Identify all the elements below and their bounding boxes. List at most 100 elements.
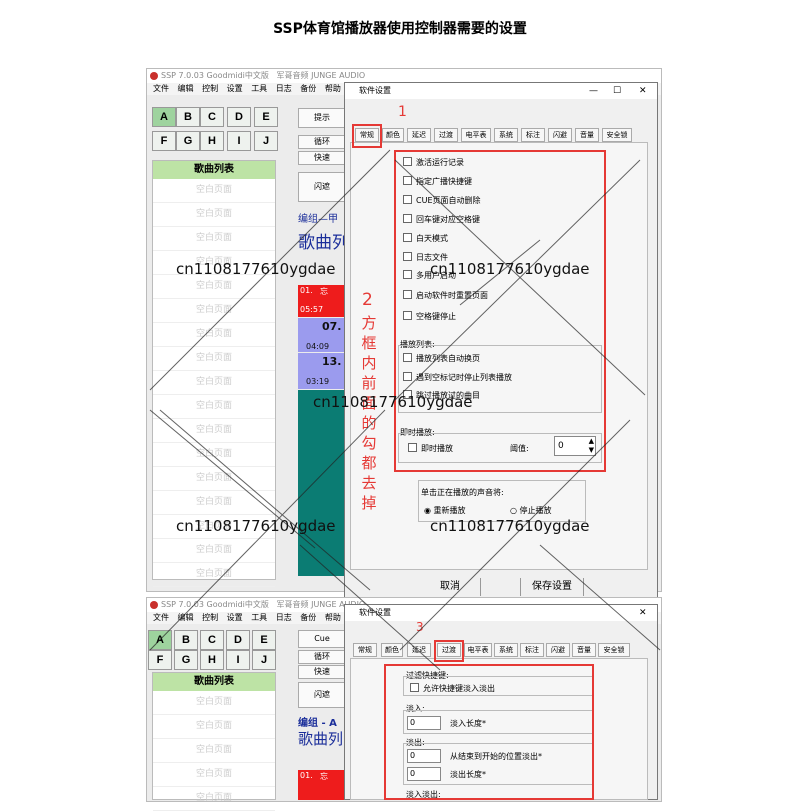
option-allow-fade-hotkey[interactable]: 允许快捷键淡入淡出	[410, 683, 495, 694]
empty-page-row[interactable]: 空白页面	[153, 179, 275, 203]
empty-page-row[interactable]: 空白页面	[153, 203, 275, 227]
minimize-icon[interactable]: —	[589, 86, 598, 96]
page-key-c[interactable]: C	[200, 630, 224, 650]
checkbox-icon[interactable]	[403, 290, 412, 299]
page-key-j[interactable]: J	[254, 131, 278, 151]
tab-transition[interactable]: 过渡	[437, 643, 461, 657]
page-key-i[interactable]: I	[227, 131, 251, 151]
option-cue-auto-delete[interactable]: CUE页面自动删除	[403, 195, 481, 206]
maximize-icon[interactable]: ☐	[613, 86, 622, 96]
fadeout-length-input[interactable]: 0	[407, 767, 441, 781]
empty-page-row[interactable]: 空白页面	[153, 443, 275, 467]
empty-page-row[interactable]: 空白页面	[153, 395, 275, 419]
menu-log[interactable]: 日志	[275, 613, 292, 622]
empty-page-row[interactable]: 空白页面	[153, 491, 275, 515]
track-blue-2[interactable]: 13. 03:19	[298, 353, 344, 389]
empty-page-row[interactable]: 空白页面	[153, 763, 275, 787]
checkbox-icon[interactable]	[403, 353, 412, 362]
page-key-i[interactable]: I	[226, 650, 250, 670]
close-icon[interactable]: ✕	[639, 86, 647, 96]
option-space-stop[interactable]: 空格键停止	[403, 311, 456, 322]
checkbox-icon[interactable]	[403, 390, 412, 399]
close-icon[interactable]: ✕	[639, 608, 647, 618]
page-key-d[interactable]: D	[226, 630, 250, 650]
page-key-f[interactable]: F	[152, 131, 176, 151]
tab-duck[interactable]: 闪避	[546, 643, 570, 657]
option-skip-played[interactable]: 跳过播放过的曲目	[403, 390, 480, 401]
checkbox-icon[interactable]	[410, 683, 419, 692]
page-key-g[interactable]: G	[174, 650, 198, 670]
checkbox-icon[interactable]	[403, 252, 412, 261]
page-key-e[interactable]: E	[252, 630, 276, 650]
menu-help[interactable]: 帮助	[324, 613, 341, 622]
menu-help[interactable]: 帮助	[324, 84, 341, 93]
fadeout-start-input[interactable]: 0	[407, 749, 441, 763]
empty-page-row[interactable]: 空白页面	[153, 739, 275, 763]
track-red[interactable]: 01. 忘 05:57	[298, 285, 344, 317]
option-multi-user[interactable]: 多用户启动	[403, 270, 456, 281]
tab-system[interactable]: 系统	[494, 128, 518, 142]
empty-page-row[interactable]: 空白页面	[153, 515, 275, 539]
tab-mark[interactable]: 标注	[520, 643, 544, 657]
radio-replay[interactable]: ◉ 重新播放	[424, 506, 466, 515]
flash-button[interactable]: 闪遮	[298, 682, 346, 708]
tab-color[interactable]: 颜色	[382, 128, 404, 142]
save-settings-button[interactable]: 保存设置	[520, 578, 584, 596]
menu-settings[interactable]: 设置	[226, 613, 243, 622]
page-key-c[interactable]: C	[200, 107, 224, 127]
checkbox-icon[interactable]	[403, 270, 412, 279]
checkbox-icon[interactable]	[403, 176, 412, 185]
track-red[interactable]: 01. 忘	[298, 770, 344, 800]
option-reset-page[interactable]: 启动软件时重置页面	[403, 290, 488, 301]
tab-general[interactable]: 常规	[353, 643, 377, 657]
menu-backup[interactable]: 备份	[300, 613, 317, 622]
menu-log[interactable]: 日志	[275, 84, 292, 93]
flash-button[interactable]: 闪遮	[298, 172, 346, 202]
tab-delay[interactable]: 延迟	[407, 128, 431, 142]
tab-duck[interactable]: 闪避	[548, 128, 572, 142]
tab-mark[interactable]: 标注	[521, 128, 545, 142]
empty-page-row[interactable]: 空白页面	[153, 563, 275, 587]
option-run-log[interactable]: 激活运行记录	[403, 157, 464, 168]
loop-button[interactable]: 循环	[298, 135, 346, 149]
tab-transition[interactable]: 过渡	[434, 128, 458, 142]
page-key-f[interactable]: F	[148, 650, 172, 670]
radio-icon[interactable]: ○	[510, 506, 517, 515]
page-key-h[interactable]: H	[200, 131, 224, 151]
tab-lock[interactable]: 安全锁	[598, 643, 630, 657]
menu-tools[interactable]: 工具	[251, 613, 268, 622]
fadein-input[interactable]: 0	[407, 716, 441, 730]
menu-edit[interactable]: 编辑	[177, 613, 194, 622]
tab-system[interactable]: 系统	[494, 643, 518, 657]
page-key-e[interactable]: E	[254, 107, 278, 127]
option-day-mode[interactable]: 白天模式	[403, 233, 448, 244]
empty-page-row[interactable]: 空白页面	[153, 715, 275, 739]
tab-meter[interactable]: 电平表	[461, 128, 491, 142]
page-key-b[interactable]: B	[174, 630, 198, 650]
empty-page-row[interactable]: 空白页面	[153, 251, 275, 275]
checkbox-icon[interactable]	[403, 157, 412, 166]
checkbox-icon[interactable]	[403, 214, 412, 223]
tab-meter[interactable]: 电平表	[464, 643, 492, 657]
menu-file[interactable]: 文件	[153, 84, 169, 93]
option-enter-space[interactable]: 回车键对应空格键	[403, 214, 480, 225]
option-stop-on-empty[interactable]: 遇到空标记时停止列表播放	[403, 372, 512, 383]
empty-page-row[interactable]: 空白页面	[153, 371, 275, 395]
track-teal-block[interactable]	[298, 390, 344, 576]
page-key-b[interactable]: B	[176, 107, 200, 127]
spinner-icon[interactable]: ▲▼	[588, 437, 594, 454]
track-blue-1[interactable]: 07. 04:09	[298, 318, 344, 352]
menu-file[interactable]: 文件	[153, 613, 169, 622]
radio-stop[interactable]: ○ 停止播放	[510, 506, 552, 515]
menu-settings[interactable]: 设置	[226, 84, 243, 93]
empty-page-row[interactable]: 空白页面	[153, 691, 275, 715]
menu-control[interactable]: 控制	[202, 613, 219, 622]
empty-page-row[interactable]: 空白页面	[153, 467, 275, 491]
empty-page-row[interactable]: 空白页面	[153, 347, 275, 371]
page-key-h[interactable]: H	[200, 650, 224, 670]
option-log-file[interactable]: 日志文件	[403, 252, 448, 263]
option-broadcast-hotkey[interactable]: 指定广播快捷键	[403, 176, 472, 187]
checkbox-icon[interactable]	[403, 233, 412, 242]
threshold-input[interactable]: 0 ▲▼	[554, 436, 596, 456]
tab-color[interactable]: 颜色	[381, 643, 403, 657]
